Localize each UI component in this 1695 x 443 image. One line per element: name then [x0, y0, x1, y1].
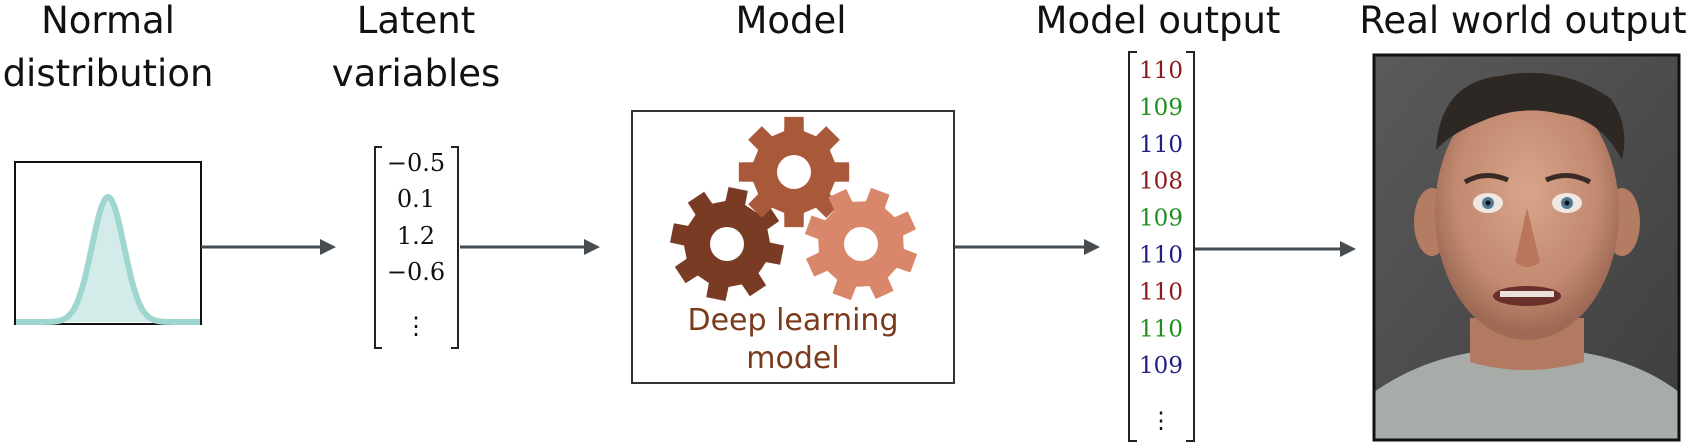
photo-frame — [1372, 53, 1681, 442]
latent-title-line2: variables — [332, 52, 501, 95]
model-label-line1: Deep learning — [688, 303, 899, 338]
output-value: 108 — [1139, 169, 1183, 195]
output-value: 109 — [1139, 353, 1183, 379]
arrow-2 — [460, 239, 600, 255]
output-value: 110 — [1139, 243, 1183, 269]
latent-right-bracket — [451, 146, 459, 349]
normal-title-line1: Normal — [41, 0, 175, 42]
real-world-output-title: Real world output — [1359, 0, 1686, 42]
model-output-title: Model output — [1036, 0, 1281, 42]
latent-value: −0.6 — [387, 258, 445, 286]
output-value: 110 — [1139, 279, 1183, 305]
output-value: 109 — [1139, 95, 1183, 121]
gear-hole — [844, 227, 878, 261]
model-title: Model — [735, 0, 846, 42]
output-left-bracket — [1128, 51, 1137, 442]
gear-hole — [777, 155, 811, 189]
output-value: 110 — [1139, 316, 1183, 342]
output-value: 109 — [1139, 206, 1183, 232]
output-value: 110 — [1139, 58, 1183, 84]
arrow-4 — [1194, 241, 1356, 257]
normal-distribution-plot — [14, 161, 202, 325]
output-value: 110 — [1139, 132, 1183, 158]
latent-ellipsis: ⋮ — [404, 312, 428, 340]
model-box: Deep learning model — [631, 110, 955, 384]
latent-value: 1.2 — [397, 222, 435, 250]
latent-left-bracket — [374, 146, 382, 349]
arrow-3 — [955, 239, 1100, 255]
normal-title-line2: distribution — [3, 52, 214, 95]
model-output-vector: 110 109 110 108 109 110 110 110 109 ⋮ — [1128, 51, 1195, 442]
latent-title-line1: Latent — [357, 0, 476, 42]
output-ellipsis: ⋮ — [1150, 408, 1173, 434]
bell-curve-icon — [16, 193, 200, 325]
latent-value: 0.1 — [397, 185, 435, 213]
gears-icon — [670, 116, 918, 301]
face-photo — [1372, 53, 1681, 442]
arrow-1 — [201, 239, 336, 255]
bell-curve-fill — [16, 197, 200, 322]
latent-value: −0.5 — [387, 149, 445, 177]
output-right-bracket — [1186, 51, 1195, 442]
model-label-line2: model — [746, 341, 839, 376]
gear-hole — [710, 227, 744, 261]
latent-vector: −0.5 0.1 1.2 −0.6 ⋮ — [374, 146, 459, 349]
